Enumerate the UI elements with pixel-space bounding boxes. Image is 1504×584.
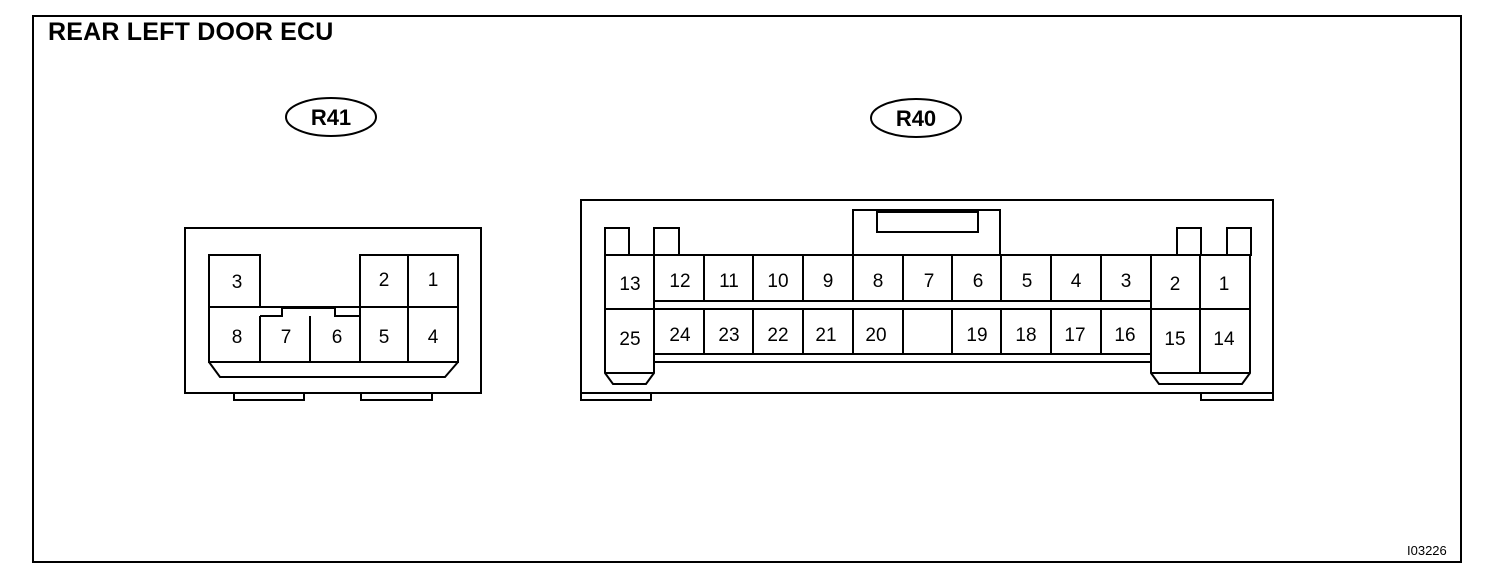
r41-pin-3: 3	[232, 272, 243, 293]
r41-pin-2: 2	[379, 270, 390, 291]
figure-id: I03226	[1407, 543, 1447, 558]
r40-pin-25: 25	[619, 329, 640, 350]
r40-pin-7: 7	[924, 271, 935, 292]
r40-pin-1: 1	[1219, 274, 1230, 295]
r40-label-badge: R40	[870, 98, 962, 138]
r40-pin-9: 9	[823, 271, 834, 292]
diagram-frame	[32, 15, 1462, 563]
r41-pin-7: 7	[281, 327, 292, 348]
r40-pin-3: 3	[1121, 271, 1132, 292]
r40-pin-17: 17	[1064, 325, 1085, 346]
r40-pin-15: 15	[1164, 329, 1185, 350]
r41-pin-8: 8	[232, 327, 243, 348]
r40-pin-11: 11	[719, 271, 739, 292]
r40-pin-2: 2	[1170, 274, 1181, 295]
r40-pin-20: 20	[865, 325, 886, 346]
r40-pin-5: 5	[1022, 271, 1033, 292]
r40-pin-16: 16	[1114, 325, 1135, 346]
r40-pin-19: 19	[966, 325, 987, 346]
r41-pin-6: 6	[332, 327, 343, 348]
r41-label: R41	[311, 105, 351, 130]
r40-pin-8: 8	[873, 271, 884, 292]
r41-pin-5: 5	[379, 327, 390, 348]
r40-pin-22: 22	[767, 325, 788, 346]
diagram-title: REAR LEFT DOOR ECU	[48, 18, 334, 46]
r40-pin-6: 6	[973, 271, 984, 292]
r40-pin-12: 12	[669, 271, 690, 292]
r41-pin-1: 1	[428, 270, 439, 291]
r40-pin-13: 13	[619, 274, 640, 295]
r41-connector: 3 2 1 8 7 6 5 4	[184, 227, 482, 401]
r40-pin-24: 24	[669, 325, 691, 346]
r40-pin-23: 23	[718, 325, 739, 346]
r40-pin-21: 21	[815, 325, 836, 346]
r40-pin-10: 10	[767, 271, 788, 292]
r40-label: R40	[896, 106, 936, 131]
r40-pin-4: 4	[1071, 271, 1082, 292]
r41-label-badge: R41	[285, 97, 377, 137]
r40-pin-14: 14	[1213, 329, 1235, 350]
r40-pin-18: 18	[1015, 325, 1036, 346]
r40-connector: 13 12 11 10 9 8 7 6 5 4 3 2 1 25 24 23 2…	[580, 199, 1274, 401]
r41-pin-4: 4	[428, 327, 439, 348]
